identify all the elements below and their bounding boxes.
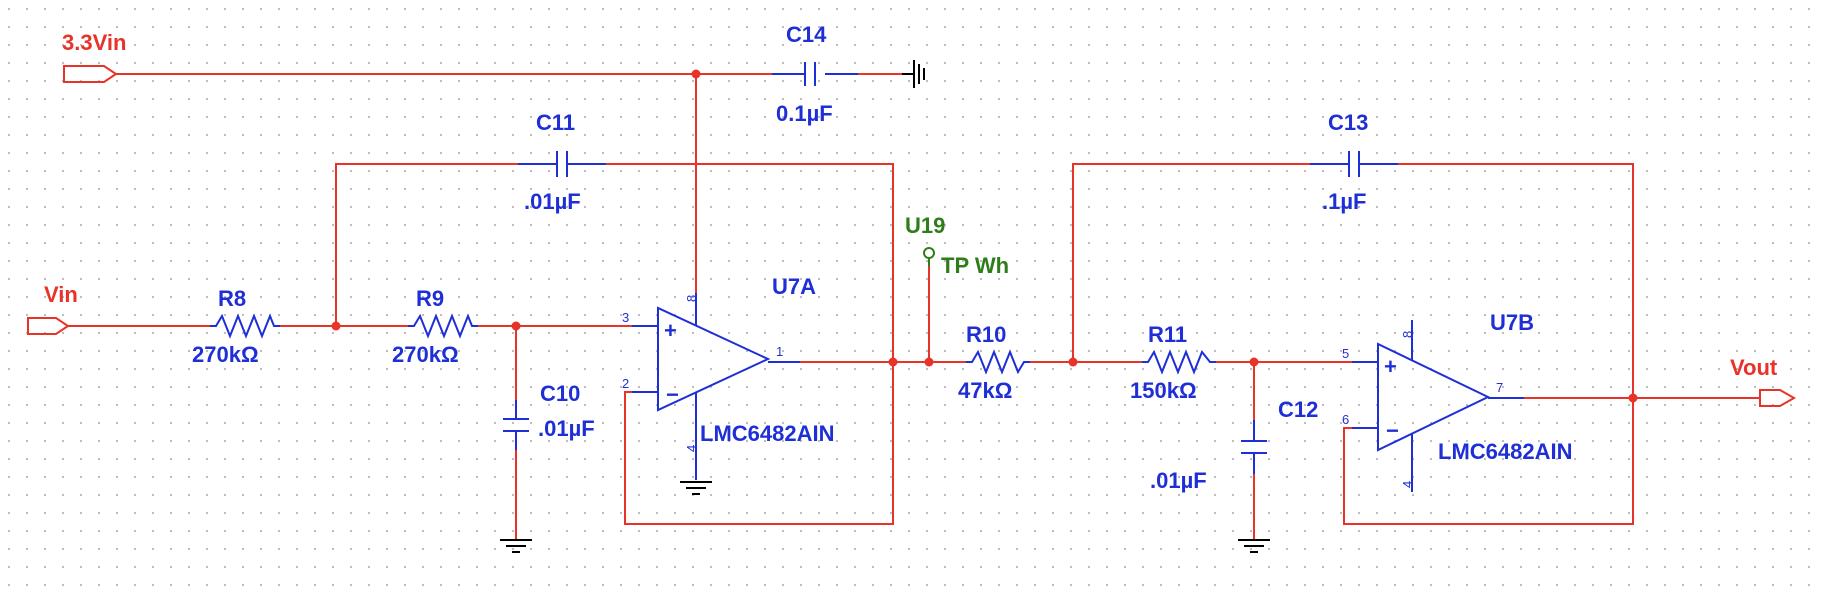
net-label-input: Vin: [44, 282, 78, 307]
c14-ref: C14: [786, 22, 827, 47]
u7b-pin-vminus: 4: [1400, 481, 1415, 488]
c12-ref: C12: [1278, 397, 1318, 422]
wire-c13-left: [1072, 163, 1311, 363]
ground-icon: [500, 539, 532, 553]
port-supply[interactable]: 3.3Vin: [62, 30, 126, 83]
ground-icon: [1238, 539, 1270, 553]
u7a-minus-sign: −: [666, 382, 679, 407]
net-label-supply: 3.3Vin: [62, 30, 126, 55]
junction: [331, 321, 341, 331]
port-input[interactable]: Vin: [27, 282, 78, 335]
u7a-pin-vminus: 4: [684, 445, 699, 452]
u7a-ref: U7A: [772, 274, 816, 299]
u7a-pin-in-minus: 2: [622, 376, 629, 391]
junctions: [331, 69, 1638, 403]
net-label-output: Vout: [1730, 355, 1778, 380]
u7b-pin-vplus: 8: [1400, 331, 1415, 338]
c11-value: .01µF: [524, 189, 581, 214]
u7a-plus-sign: +: [664, 318, 677, 343]
wire-c13-right: [1397, 163, 1634, 399]
r11-ref: R11: [1148, 322, 1187, 347]
c11-ref: C11: [536, 110, 575, 135]
junction: [1068, 357, 1078, 367]
capacitor-c13[interactable]: C13 .1µF: [1310, 110, 1398, 214]
r11-value: 150kΩ: [1130, 378, 1197, 403]
port-output[interactable]: Vout: [1730, 355, 1797, 407]
ground-icon: [680, 481, 712, 495]
r9-ref: R9: [416, 286, 444, 311]
r10-ref: R10: [966, 322, 1006, 347]
junction: [924, 357, 934, 367]
u7b-plus-sign: +: [1384, 354, 1397, 379]
r10-value: 47kΩ: [958, 378, 1012, 403]
u7b-pin-out: 7: [1496, 380, 1503, 395]
resistor-r11[interactable]: R11 150kΩ: [1130, 322, 1216, 403]
c10-ref: C10: [540, 381, 580, 406]
u7b-minus-sign: −: [1386, 418, 1399, 443]
c13-value: .1µF: [1322, 189, 1366, 214]
resistor-r9[interactable]: R9 270kΩ: [392, 286, 478, 367]
r8-ref: R8: [218, 286, 246, 311]
capacitor-c14[interactable]: C14 0.1µF: [772, 22, 858, 126]
capacitor-c12[interactable]: C12 .01µF: [1150, 397, 1318, 493]
u19-value: TP Wh: [941, 253, 1009, 278]
u7a-pin-in-plus: 3: [622, 310, 629, 325]
u7a-pin-vplus: 8: [684, 295, 699, 302]
u7b-pin-in-plus: 5: [1342, 346, 1349, 361]
wire-c11-left: [335, 163, 519, 327]
c10-value: .01µF: [538, 416, 595, 441]
junction: [1628, 393, 1638, 403]
junction: [1249, 357, 1259, 367]
opamp-u7b[interactable]: + − 8 5 6 7 4 U7B LMC6482AIN: [1342, 310, 1572, 492]
r9-value: 270kΩ: [392, 342, 459, 367]
junction: [888, 357, 898, 367]
resistor-r8[interactable]: R8 270kΩ: [192, 286, 280, 367]
capacitor-c10[interactable]: C10 .01µF: [503, 381, 595, 450]
opamp-u7a[interactable]: + − 8 3 2 1 4 U7A LMC6482AIN: [622, 274, 834, 480]
capacitor-c11[interactable]: C11 .01µF: [518, 110, 606, 214]
u7b-ref: U7B: [1490, 310, 1534, 335]
r8-value: 270kΩ: [192, 342, 259, 367]
u7b-pin-in-minus: 6: [1342, 412, 1349, 427]
u7a-part: LMC6482AIN: [700, 421, 834, 446]
u7a-pin-out: 1: [776, 344, 783, 359]
u7b-part: LMC6482AIN: [1438, 439, 1572, 464]
c13-ref: C13: [1328, 110, 1368, 135]
wire-c11-right: [605, 163, 894, 363]
ground-icon: [902, 60, 925, 88]
junction: [511, 321, 521, 331]
c14-value: 0.1µF: [776, 101, 833, 126]
wires: [67, 73, 1761, 539]
u19-ref: U19: [905, 213, 945, 238]
testpoint-u19[interactable]: U19 TP Wh: [905, 213, 1009, 278]
c12-value: .01µF: [1150, 468, 1207, 493]
junction: [691, 69, 701, 79]
resistor-r10[interactable]: R10 47kΩ: [958, 322, 1030, 403]
